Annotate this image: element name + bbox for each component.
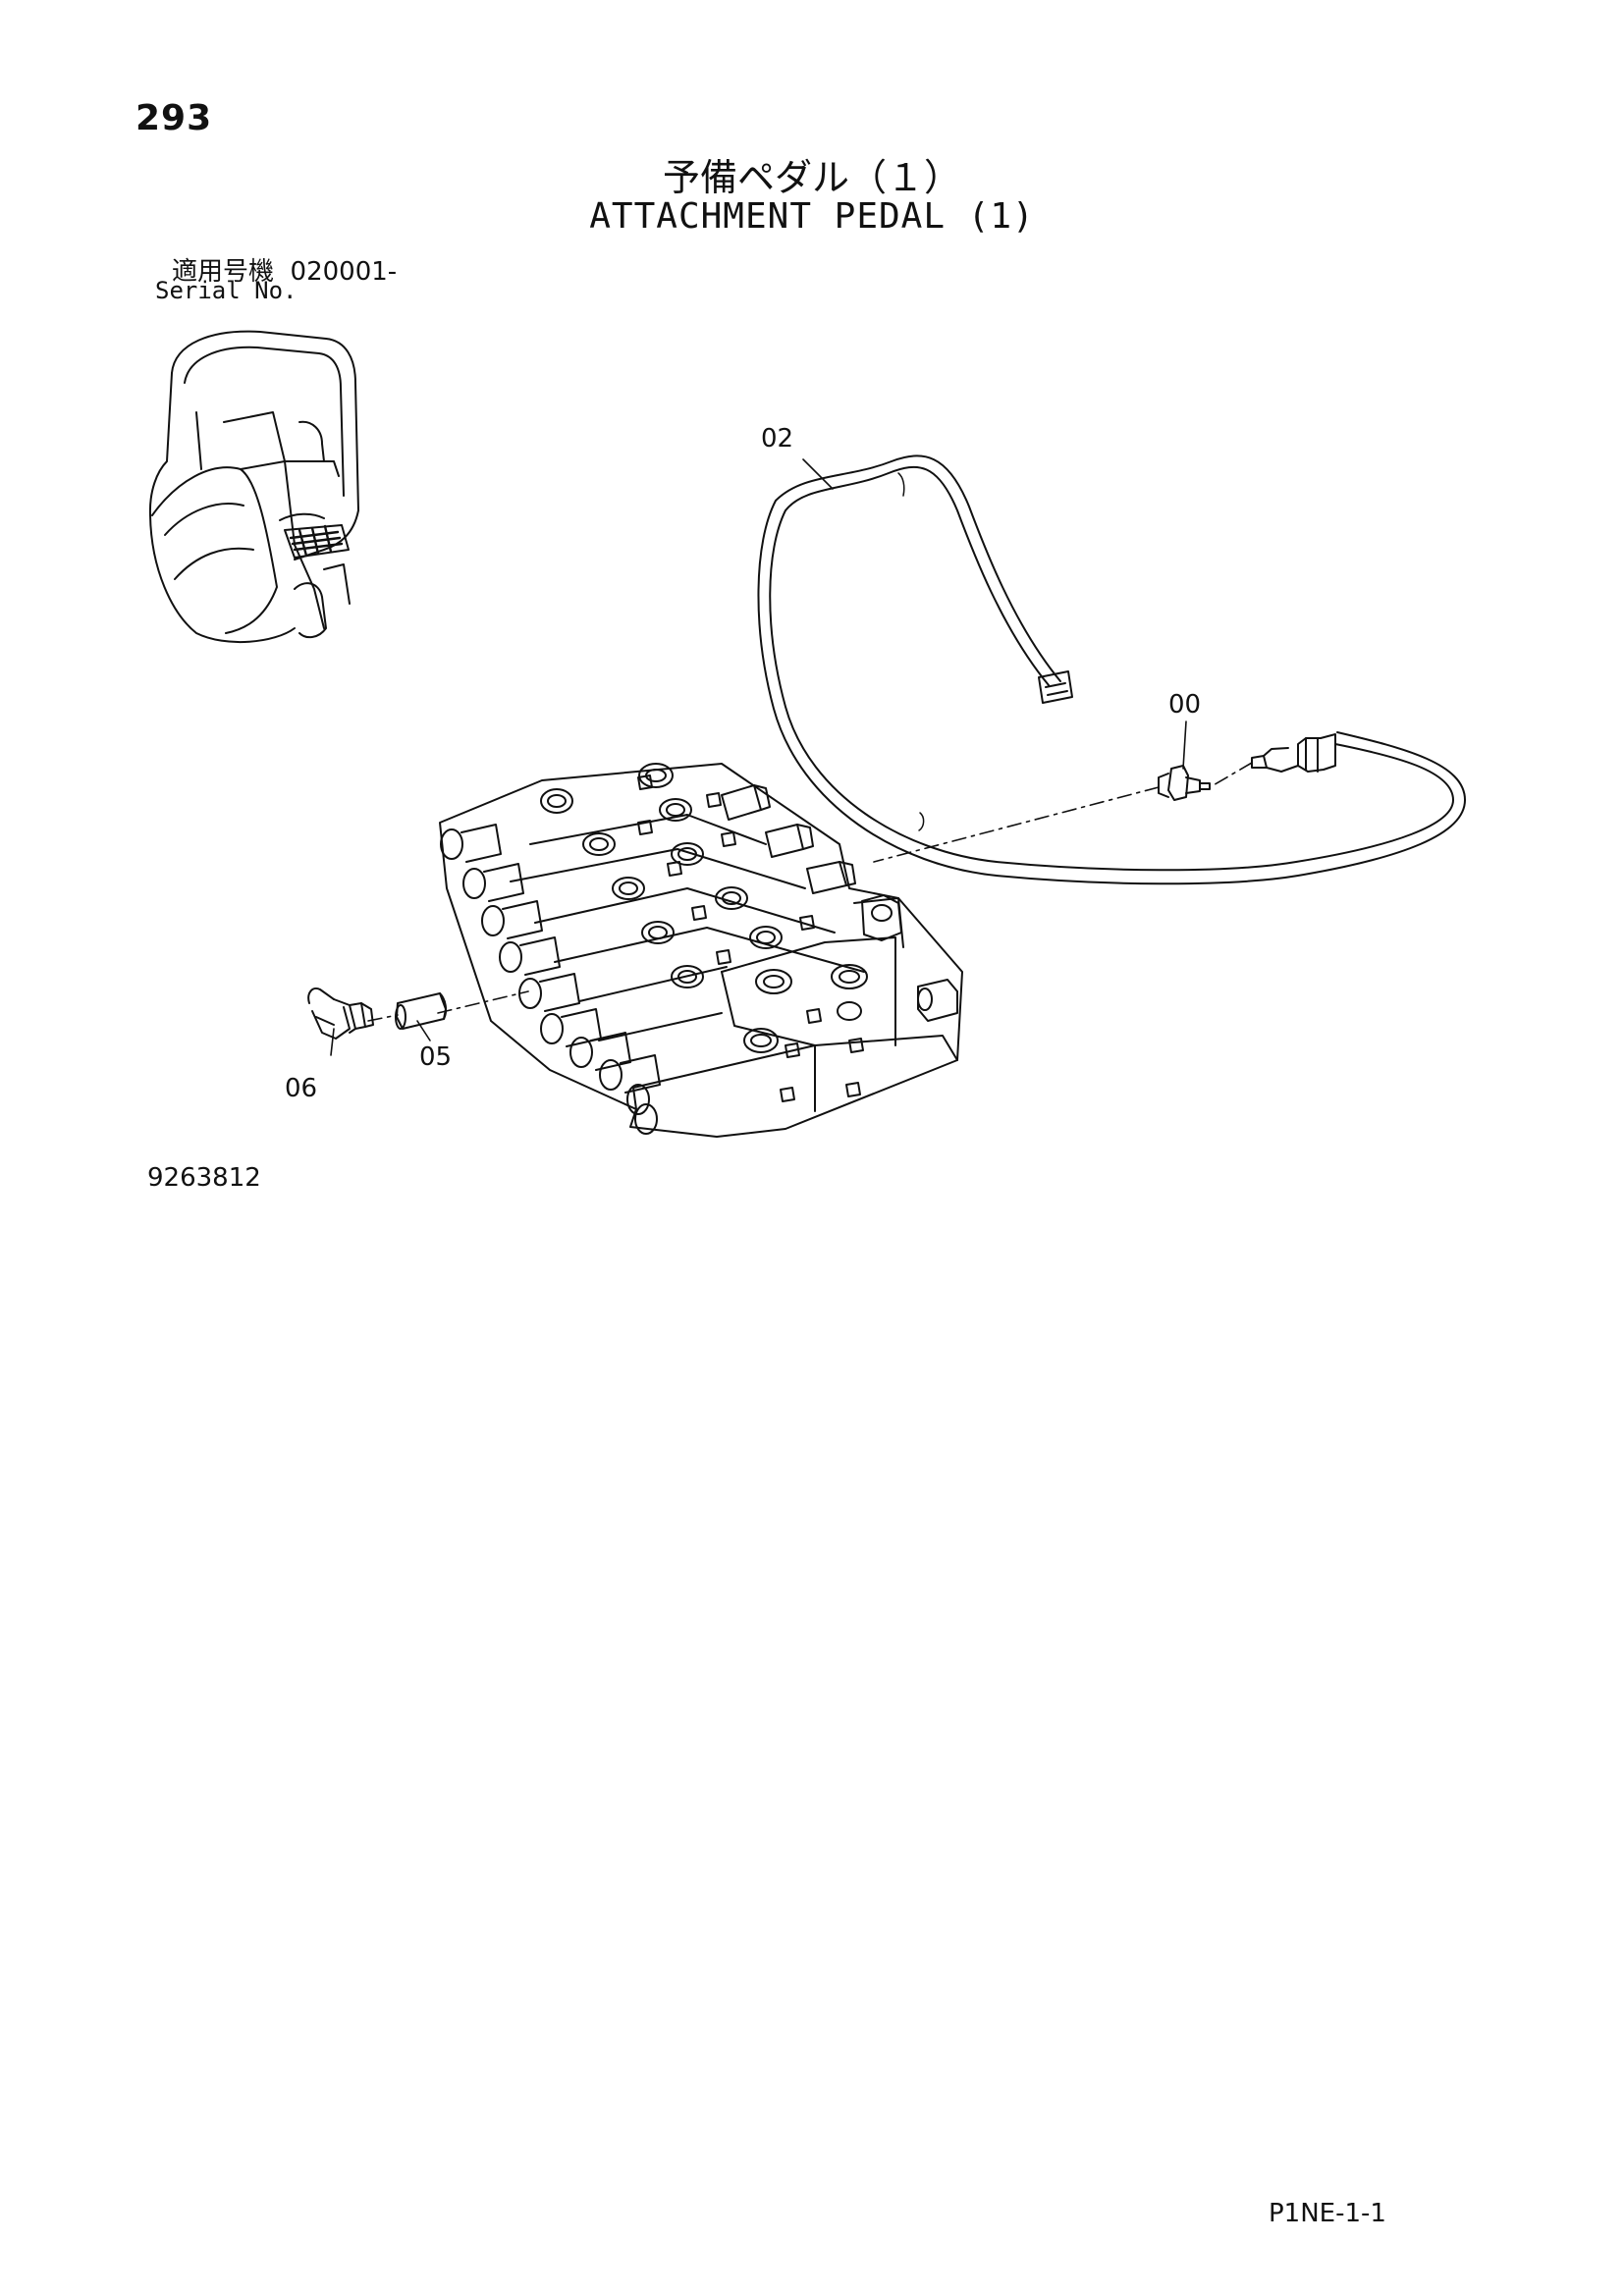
hose-fitting-upper bbox=[1038, 670, 1073, 704]
serial-value: 020001- bbox=[290, 257, 398, 287]
port-plugs bbox=[637, 774, 864, 1102]
title-japanese: 予備ペダル（１） bbox=[662, 156, 961, 199]
spool-housings-left bbox=[460, 824, 661, 1094]
serial-label-english: Serial No. bbox=[155, 277, 298, 304]
page-code: P1NE-1-1 bbox=[1269, 2199, 1386, 2228]
callout-00: 00 bbox=[1168, 690, 1202, 720]
spool-caps-right bbox=[721, 784, 856, 894]
cab-locator-illustration bbox=[148, 330, 359, 643]
hose-assembly bbox=[757, 454, 1466, 885]
ports bbox=[540, 763, 868, 1053]
fitting-05 bbox=[395, 992, 448, 1030]
spool-caps-left bbox=[440, 828, 658, 1135]
page-number: 293 bbox=[135, 98, 213, 138]
control-valve-block bbox=[439, 763, 963, 1138]
leader-lines bbox=[330, 458, 1187, 1056]
adapter-00 bbox=[1158, 765, 1211, 801]
alignment-lines bbox=[367, 762, 1253, 1022]
callout-02: 02 bbox=[761, 424, 794, 454]
end-section-right bbox=[917, 979, 958, 1022]
callout-06: 06 bbox=[285, 1074, 318, 1103]
drawing-number: 9263812 bbox=[147, 1163, 261, 1193]
callout-05: 05 bbox=[419, 1042, 453, 1072]
title-english: ATTACHMENT PEDAL (1) bbox=[589, 196, 1035, 237]
serial-label-japanese: 適用号機 bbox=[172, 257, 275, 287]
pilot-port-housing bbox=[861, 894, 902, 941]
serial-line: 適用号機 020001- bbox=[172, 251, 397, 288]
hose-fitting-right bbox=[1251, 733, 1336, 773]
elbow-fitting-06 bbox=[307, 988, 374, 1040]
